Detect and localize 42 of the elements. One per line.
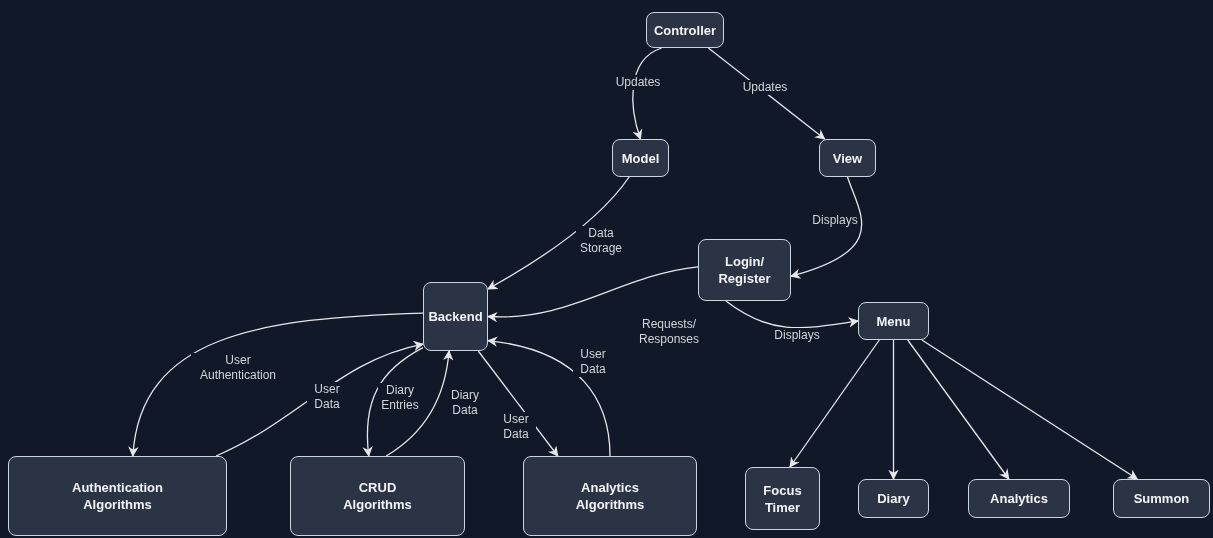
node-label: Focus Timer [762, 481, 803, 516]
arrow [362, 346, 424, 458]
node-label: Menu [876, 312, 911, 330]
process-box [290, 456, 465, 536]
process-box [8, 456, 227, 536]
node-label: Analytics [990, 490, 1048, 507]
node-label: View [832, 149, 863, 167]
edge-label: Displays [812, 213, 858, 228]
node-label: Authentication Algorithms [71, 479, 164, 513]
process-box [858, 302, 929, 340]
arrow [921, 339, 1139, 480]
arrow [486, 266, 699, 322]
edge-label: Updates [742, 80, 788, 95]
node-label: Login/ Register [717, 253, 772, 287]
node-label: Analytics Algorithms [574, 479, 646, 513]
node-label: Model [621, 149, 660, 167]
arrow [789, 339, 880, 468]
process-box [968, 479, 1070, 518]
node-label: CRUD Algorithms [342, 479, 413, 513]
arrow [486, 336, 611, 457]
node-label: Backend [428, 308, 483, 325]
arrow [888, 339, 899, 481]
arrow [725, 300, 860, 329]
arrow [487, 176, 630, 290]
process-box [1113, 479, 1210, 518]
edge-label: Updates [615, 75, 661, 90]
node-label: Controller [653, 21, 717, 39]
node-label: Summon [1133, 490, 1190, 507]
process-box [612, 139, 669, 177]
process-box [423, 282, 488, 351]
process-box [646, 12, 724, 48]
process-box [819, 139, 876, 177]
process-box [698, 239, 791, 301]
arrow [385, 349, 454, 457]
process-box [858, 479, 929, 518]
arrow [790, 176, 863, 279]
arrow [129, 312, 424, 458]
node-label: Diary [877, 490, 910, 507]
arrow [907, 339, 1010, 480]
edge-label: Displays [774, 328, 820, 343]
process-box [745, 467, 820, 530]
process-box [523, 456, 697, 536]
